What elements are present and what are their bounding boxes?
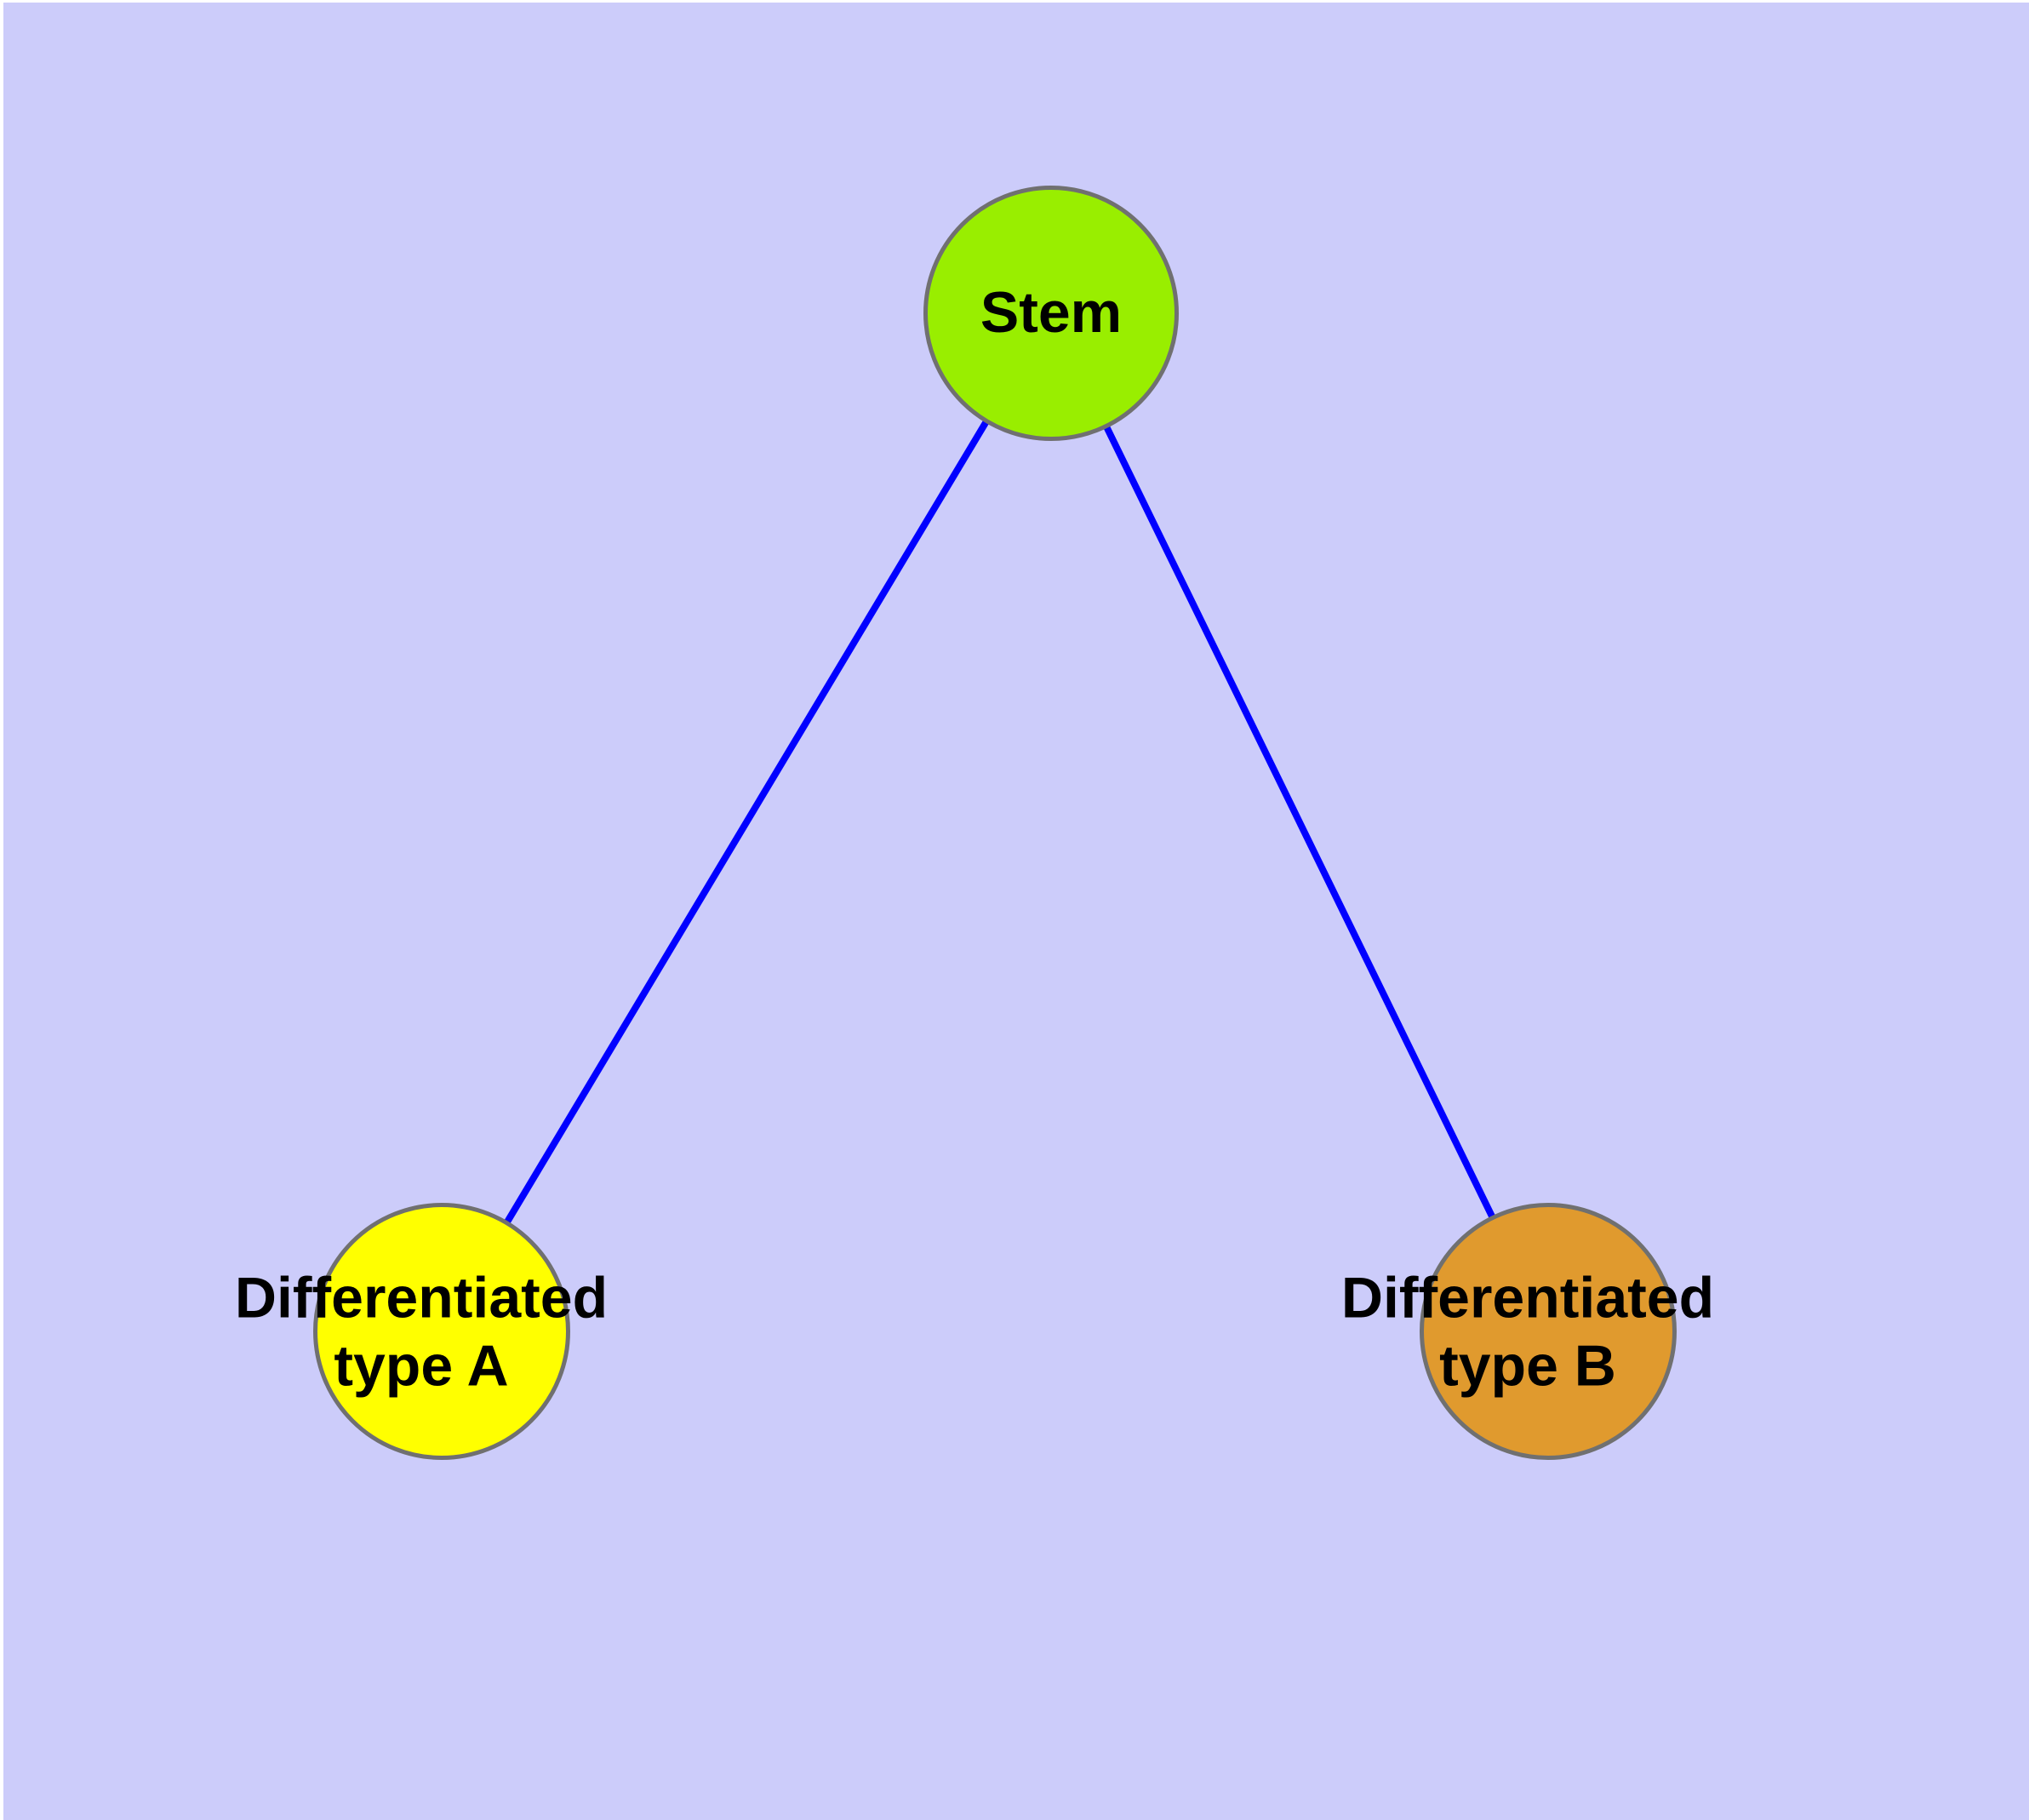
edge-stem-diffA xyxy=(438,311,1055,1334)
node-layer xyxy=(313,186,1677,1460)
edge-stem-diffB xyxy=(1048,312,1552,1333)
node-diffA[interactable] xyxy=(313,1203,570,1460)
node-stem[interactable] xyxy=(923,186,1179,441)
node-diffB[interactable] xyxy=(1420,1203,1677,1460)
edge-layer xyxy=(438,311,1552,1334)
